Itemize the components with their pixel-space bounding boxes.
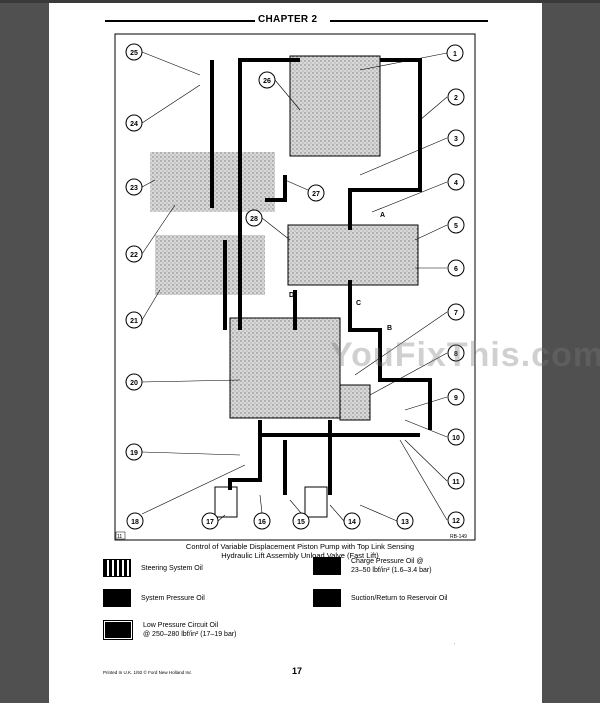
callout-18: 18	[131, 519, 139, 526]
callout-24: 24	[130, 121, 138, 128]
legend-swatch-suction	[313, 589, 341, 607]
printed-notice: Printed In U.K. 1/92 © Ford New Holland …	[103, 670, 192, 675]
figure-frame	[114, 33, 476, 541]
line-letter-c: C	[356, 300, 361, 307]
callout-13: 13	[401, 519, 409, 526]
viewer-top-band	[0, 0, 600, 3]
caption-line-1: Control of Variable Displacement Piston …	[185, 542, 415, 551]
filter	[339, 384, 371, 421]
callout-12: 12	[452, 518, 460, 525]
legend-swatch-steering	[103, 559, 131, 577]
line-letter-d: D	[289, 292, 294, 299]
legend-system: System Pressure Oil	[103, 589, 205, 607]
callout-circles	[125, 43, 465, 530]
legend-label: Low Pressure Circuit Oil	[143, 622, 219, 629]
legend-label: Steering System Oil	[141, 564, 203, 572]
legend-steering: Steering System Oil	[103, 559, 203, 577]
caption-line-2: Hydraulic Lift Assembly Unload Valve (Fa…	[221, 551, 379, 560]
legend-swatch-charge	[313, 557, 341, 575]
legend-label: System Pressure Oil	[141, 594, 205, 602]
watermark: YouFixThis.com	[330, 336, 600, 374]
callout-10: 10	[452, 435, 460, 442]
unload-valve	[287, 224, 419, 286]
callout-6: 6	[454, 266, 458, 273]
leader-lines	[141, 51, 448, 522]
line-letter-a: A	[380, 212, 385, 219]
legend-label-2: 23–50 lbf/in² (1.6–3.4 bar)	[351, 567, 432, 574]
legend-low-pressure: Low Pressure Circuit Oil @ 250–280 lbf/in…	[103, 620, 237, 640]
callout-14: 14	[348, 519, 356, 526]
callout-8: 8	[454, 351, 458, 358]
callout-26: 26	[263, 78, 271, 85]
callout-11: 11	[452, 479, 460, 486]
figure-caption: Control of Variable Displacement Piston …	[150, 542, 450, 560]
chapter-header: CHAPTER 2	[0, 12, 600, 28]
legend-label: Suction/Return to Reservoir Oil	[351, 594, 448, 602]
pump-compensator	[289, 55, 381, 157]
line-letters: A B C D	[289, 212, 392, 332]
callout-23: 23	[130, 185, 138, 192]
line-letter-b: B	[387, 325, 392, 332]
callout-5: 5	[454, 223, 458, 230]
corner-number: 11	[117, 534, 122, 540]
callout-17: 17	[206, 519, 214, 526]
callout-4: 4	[454, 180, 458, 187]
callout-numbers: 1 2 3 4 5 6 7 8 9 10 11 12 13 14 15 16 1…	[130, 50, 460, 526]
valve-middle	[155, 235, 265, 295]
legend-label-2: @ 250–280 lbf/in² (17–19 bar)	[143, 631, 237, 638]
callout-19: 19	[130, 450, 138, 457]
legend-label: Charge Pressure Oil @	[351, 558, 424, 565]
callout-27: 27	[312, 191, 320, 198]
reservoir-14	[304, 486, 328, 518]
callout-21: 21	[130, 318, 138, 325]
callout-22: 22	[130, 252, 138, 259]
callout-1: 1	[453, 51, 457, 58]
chapter-title: CHAPTER 2	[258, 14, 318, 25]
callout-25: 25	[130, 50, 138, 57]
callout-7: 7	[454, 310, 458, 317]
legend-swatch-system	[103, 589, 131, 607]
page-number: 17	[292, 666, 303, 676]
legend-charge: Charge Pressure Oil @ 23–50 lbf/in² (1.6–…	[313, 557, 432, 575]
piston-pump	[229, 317, 341, 419]
reservoir-17	[214, 486, 238, 518]
hydraulic-lines	[210, 58, 432, 495]
header-rule-right	[330, 20, 488, 22]
callout-9: 9	[454, 395, 458, 402]
callout-3: 3	[454, 136, 458, 143]
callout-28: 28	[250, 216, 258, 223]
figure-id: RB-149	[450, 534, 467, 540]
header-rule-left	[105, 20, 255, 22]
callout-20: 20	[130, 380, 138, 387]
callout-15: 15	[297, 519, 305, 526]
callout-2: 2	[454, 95, 458, 102]
legend-suction: Suction/Return to Reservoir Oil	[313, 589, 447, 607]
legend-swatch-low-pressure	[103, 620, 133, 640]
callout-16: 16	[258, 519, 266, 526]
